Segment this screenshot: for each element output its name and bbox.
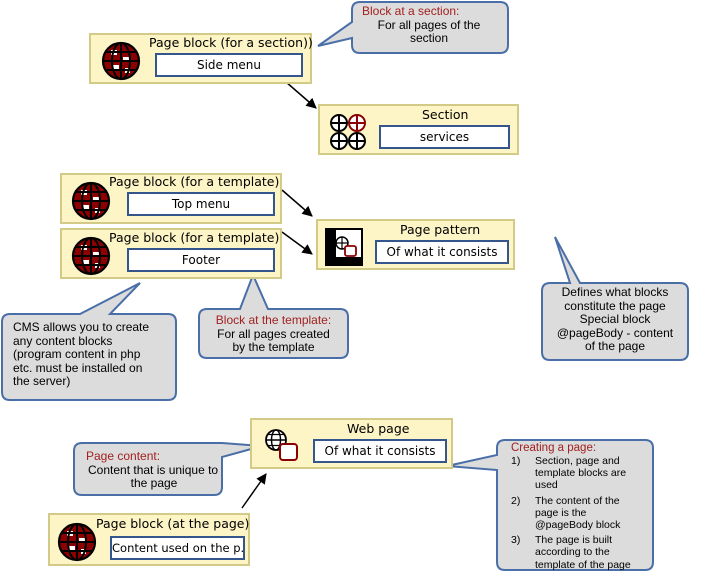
callout-heading: Block at a section: <box>362 4 460 18</box>
globe-icon <box>71 181 111 221</box>
page-block-page-title: Page block (at the page) <box>96 516 250 531</box>
page-pattern-block[interactable]: Page pattern Of what it consists <box>316 219 515 270</box>
callout-line: @pageBody - content <box>556 325 674 340</box>
page-block-section-title: Page block (for a section)) <box>149 35 313 50</box>
callout-line: of the page <box>584 339 646 353</box>
callout-line: section <box>409 31 449 45</box>
callout-heading: Page content: <box>86 449 161 463</box>
callout-line: Defines what blocks <box>561 285 669 299</box>
list-item-line: according to the <box>535 546 610 559</box>
callout-line: the server) <box>13 374 71 388</box>
section-block[interactable]: Section services <box>318 104 519 155</box>
callout-heading: Block at the template: <box>215 313 332 327</box>
page-block-template-top-title: Page block (for a template) <box>109 174 280 189</box>
page-block-page[interactable]: Page block (at the page) Content used on… <box>48 513 250 566</box>
arrow-footer-to-pattern <box>281 231 313 255</box>
callout-line: Content that is unique to <box>88 462 219 477</box>
list-item-line: used <box>535 479 558 492</box>
arrow-top-menu-to-pattern <box>281 189 313 217</box>
page-block-section[interactable]: Page block (for a section)) Side menu <box>89 33 313 84</box>
callout-line: Special block <box>579 312 651 326</box>
list-item-number: 2) <box>511 494 521 507</box>
callout-line: any content blocks <box>13 333 113 348</box>
callout-creating-page: Creating a page: 1) Section, page and te… <box>511 442 651 571</box>
callout-page-content: Page content: Content that is unique to … <box>86 449 222 491</box>
callout-creating-page-shape <box>446 439 654 571</box>
page-block-template-footer[interactable]: Page block (for a template) Footer <box>60 228 282 279</box>
arrow-page-block-to-webpage <box>241 473 267 509</box>
callout-cms: CMS allows you to create any content blo… <box>13 320 175 389</box>
callout-block-at-section-shape <box>317 1 509 54</box>
list-item-line: template blocks are <box>535 467 627 480</box>
globe-icon <box>101 41 141 81</box>
callout-defines: Defines what blocks constitute the page … <box>544 285 686 354</box>
web-page-value: Of what it consists <box>313 439 447 463</box>
callout-line: the page <box>130 476 178 490</box>
callout-heading: Creating a page: <box>511 442 597 454</box>
list-item-number: 1) <box>511 455 521 467</box>
creating-page-list: 1) Section, page and template blocks are… <box>511 455 651 571</box>
callout-line: etc. must be installed on <box>13 360 143 375</box>
web-page-block[interactable]: Web page Of what it consists <box>250 418 453 469</box>
web-page-title: Web page <box>347 421 410 436</box>
list-item: 2) The content of the page is the @pageB… <box>511 495 651 532</box>
webpage-icon <box>262 427 302 467</box>
callout-line: (program content in php <box>13 347 141 361</box>
page-block-page-value: Content used on the p. <box>110 536 245 560</box>
page-block-section-value: Side menu <box>155 53 303 77</box>
list-item-line: page is the <box>535 506 587 519</box>
callout-cms-shape <box>1 282 177 401</box>
list-item-line: @pageBody block <box>535 519 621 532</box>
list-item-line: The page is built <box>535 534 613 547</box>
section-title: Section <box>422 107 469 122</box>
callout-line: For all pages created <box>217 326 330 341</box>
callout-block-at-section: Block at a section: For all pages of the… <box>354 4 504 46</box>
list-item-line: template of the page <box>535 558 631 571</box>
page-pattern-value: Of what it consists <box>375 240 509 264</box>
callout-line: For all pages of the <box>377 17 481 32</box>
list-item-line: Section, page and <box>535 455 620 467</box>
globe-icon <box>57 522 97 562</box>
callout-line: CMS allows you to create <box>13 320 150 334</box>
list-item: 3) The page is built according to the te… <box>511 534 651 571</box>
page-block-template-top[interactable]: Page block (for a template) Top menu <box>60 173 282 224</box>
callout-line: constitute the page <box>564 298 666 313</box>
section-icon <box>328 112 368 152</box>
globe-icon <box>71 236 111 276</box>
template-icon <box>324 227 364 267</box>
callout-page-content-shape <box>73 442 263 496</box>
arrow-section-block-to-section <box>285 81 317 109</box>
page-block-template-footer-value: Footer <box>127 248 275 272</box>
callout-block-at-template: Block at the template: For all pages cre… <box>202 313 345 355</box>
section-value: services <box>379 125 510 149</box>
callout-defines-shape <box>541 236 689 361</box>
page-block-template-footer-title: Page block (for a template) <box>109 230 280 245</box>
page-block-template-top-value: Top menu <box>127 192 275 216</box>
callout-line: by the template <box>232 340 315 354</box>
list-item-line: The content of the <box>535 494 620 507</box>
callout-block-at-template-shape <box>198 272 349 359</box>
list-item: 1) Section, page and template blocks are… <box>511 455 651 492</box>
list-item-number: 3) <box>511 534 521 547</box>
page-pattern-title: Page pattern <box>400 222 481 237</box>
